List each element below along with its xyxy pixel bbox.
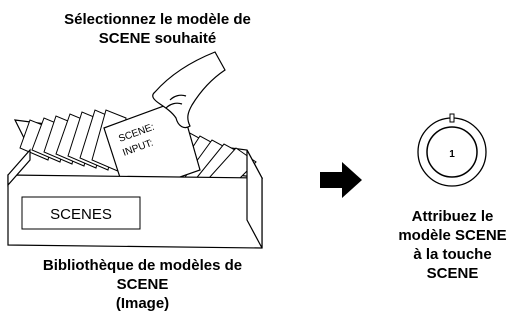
caption-select-template: Sélectionnez le modèle de SCENE souhaité bbox=[40, 10, 275, 48]
caption-line: SCENE bbox=[116, 276, 169, 293]
caption-line: Sélectionnez le modèle de bbox=[64, 11, 251, 28]
scene-knob: 1 bbox=[417, 113, 487, 187]
caption-library: Bibliothèque de modèles de SCENE (Image) bbox=[10, 256, 275, 313]
caption-line: SCENE souhaité bbox=[98, 30, 217, 47]
caption-line: à la touche bbox=[413, 246, 492, 263]
box-label-frame bbox=[21, 196, 141, 230]
selected-card: SCENE: INPUT: bbox=[103, 99, 201, 197]
caption-assign: Attribuez le modèle SCENE à la touche SC… bbox=[385, 207, 520, 283]
caption-line: Bibliothèque de modèles de bbox=[42, 257, 243, 274]
caption-line: SCENE bbox=[426, 265, 479, 282]
knob-label: 1 bbox=[449, 149, 455, 160]
caption-line: Attribuez le bbox=[411, 208, 494, 225]
caption-line: modèle SCENE bbox=[398, 227, 507, 244]
arrow-right-icon bbox=[320, 162, 362, 198]
box-label: SCENES bbox=[50, 206, 112, 223]
hand-illustration bbox=[152, 51, 226, 129]
scene-box: SCENE: INPUT: bbox=[7, 51, 264, 249]
caption-line: (Image) bbox=[115, 295, 170, 312]
